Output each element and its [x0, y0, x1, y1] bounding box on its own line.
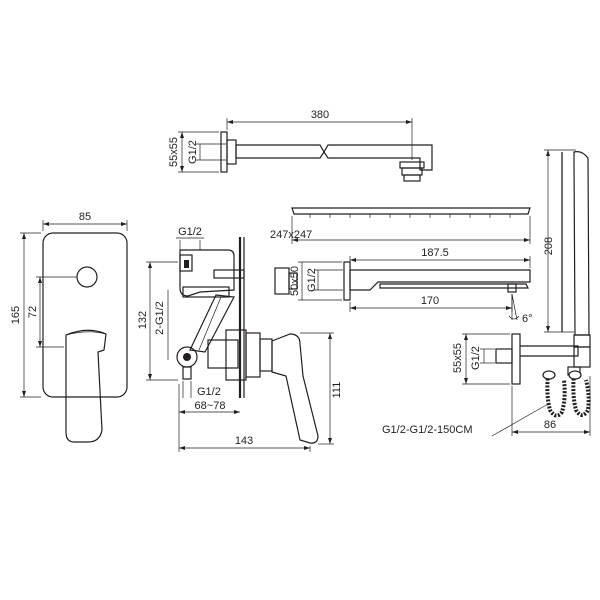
dim-outlet-thread: G1/2 [470, 346, 482, 370]
front-handle [65, 329, 107, 443]
dim-spout-length: 187.5 [421, 247, 449, 259]
dim-side-thread-bottom: G1/2 [197, 386, 221, 398]
diverter-knob [76, 266, 98, 288]
dim-spout-projection: 170 [421, 295, 439, 307]
dim-arm-length: 380 [311, 109, 329, 121]
dim-front-height: 165 [10, 306, 22, 324]
dim-outlet-flange: 55x55 [452, 343, 464, 373]
hand-shower-view: 208 55x55 G1/2 G1/2-G1/2-150CM 86 [382, 149, 591, 437]
dim-spout-angle: 6° [522, 313, 533, 325]
dim-arm-flange: 55x55 [168, 137, 180, 167]
dim-head-size: 247x247 [270, 229, 312, 241]
dim-spout-thread: G1/2 [306, 268, 318, 292]
dim-outlet-projection: 86 [544, 419, 556, 431]
dim-spout-flange: 50x50 [289, 266, 301, 296]
dim-arm-thread: G1/2 [187, 140, 199, 164]
dim-front-width: 85 [79, 211, 91, 223]
dim-side-thread-top: G1/2 [178, 226, 202, 238]
dim-hose: G1/2-G1/2-150CM [382, 424, 472, 436]
side-view: G1/2 132 2-G1/2 G1/2 68~78 143 [137, 226, 343, 452]
dim-hand-height: 208 [543, 237, 555, 255]
spout-view: 187.5 50x50 G1/2 170 6° [274, 247, 533, 325]
front-view: 85 165 72 [10, 211, 128, 443]
dim-front-center: 72 [27, 306, 39, 318]
shower-head-nozzles [309, 214, 511, 218]
dim-overall-depth: 143 [235, 435, 253, 447]
shower-arm-view: 380 55x55 G1/2 247x247 [168, 109, 531, 244]
cover-plate [42, 232, 128, 398]
dim-side-threads: 2-G1/2 [154, 301, 166, 335]
dim-side-height: 132 [137, 311, 149, 329]
side-handle [271, 333, 319, 444]
dim-handle-height: 111 [331, 382, 343, 399]
dim-side-depth: 68~78 [195, 400, 226, 412]
